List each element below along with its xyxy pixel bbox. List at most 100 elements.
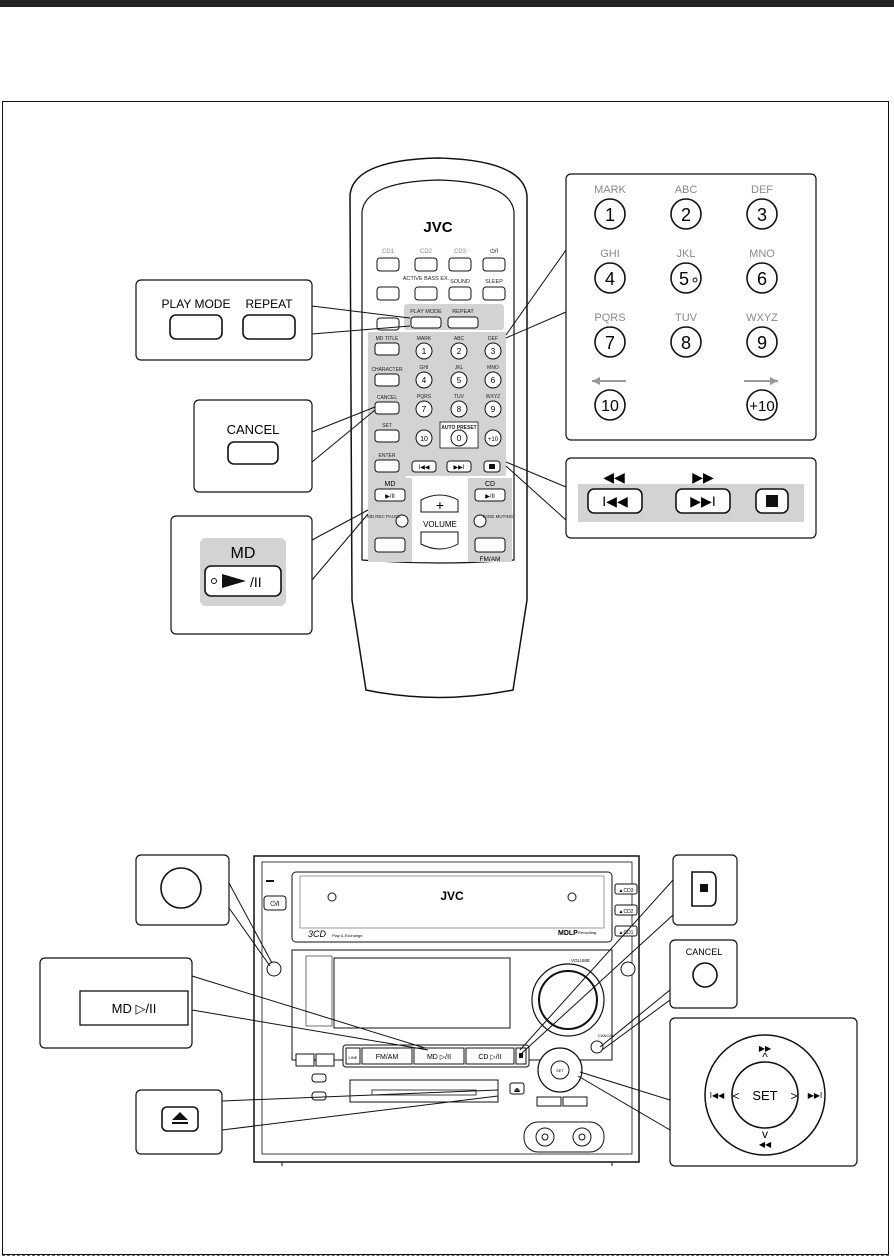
svg-text:▶/II: ▶/II [385, 494, 395, 500]
unit-bottom-button-a[interactable] [536, 1096, 562, 1107]
svg-text:▶▶I: ▶▶I [454, 465, 465, 471]
callout-key-3-digit: 3 [757, 205, 767, 225]
unit-md-play-button[interactable] [413, 1047, 465, 1065]
unit-cd3-eject-button[interactable] [614, 883, 638, 895]
callout-key-5[interactable] [670, 262, 702, 294]
callout-key-7[interactable] [594, 326, 626, 358]
callout-key-1[interactable] [594, 198, 626, 230]
unit-left-button-b[interactable] [315, 1053, 335, 1067]
remote-next-button[interactable] [446, 460, 472, 473]
unit-cd1-eject-button[interactable] [614, 925, 638, 937]
remote-key-9-digit: 9 [491, 405, 496, 414]
unit-right-round-button[interactable] [620, 961, 636, 977]
remote-cancel-button[interactable] [374, 401, 400, 415]
callout-next-button[interactable] [675, 488, 731, 514]
remote-key-3[interactable] [484, 342, 502, 360]
svg-text:^: ^ [762, 1050, 768, 1064]
remote-cd-play-button[interactable] [474, 488, 506, 502]
remote-key-4[interactable] [415, 371, 433, 389]
callout-front-md-button[interactable] [79, 990, 189, 1026]
callout-key-4[interactable] [594, 262, 626, 294]
remote-md-play-button[interactable] [374, 488, 406, 502]
remote-power-button[interactable] [482, 257, 506, 272]
remote-key-6-digit: 6 [491, 376, 496, 385]
unit-small-button-b[interactable] [311, 1091, 327, 1101]
remote-set-button[interactable] [374, 429, 400, 443]
remote-md-extra-button[interactable] [374, 537, 406, 553]
remote-blank-button[interactable] [376, 286, 400, 301]
remote-active-bass-button[interactable] [414, 286, 438, 301]
unit-bottom-button-b[interactable] [562, 1096, 588, 1107]
callout-key-3[interactable] [746, 198, 778, 230]
remote-sound-button[interactable] [448, 286, 472, 301]
remote-key-plus10[interactable] [484, 429, 502, 447]
callout-key-9[interactable] [746, 326, 778, 358]
callout-cancel-button[interactable] [227, 441, 279, 465]
svg-text:⏻/I: ⏻/I [270, 900, 279, 908]
callout-key-5-letters: JKL [677, 248, 696, 260]
svg-text:◀◀: ◀◀ [759, 1140, 772, 1149]
unit-power-button[interactable] [263, 895, 287, 911]
unit-md-eject-button[interactable] [509, 1082, 525, 1095]
unit-left-button-a[interactable] [295, 1053, 315, 1067]
power-round-callout [135, 854, 230, 926]
remote-auto-preset-label: AUTO PRESET [441, 425, 476, 431]
unit-cancel-button[interactable] [590, 1040, 604, 1054]
remote-key-9[interactable] [484, 400, 502, 418]
callout-key-8[interactable] [670, 326, 702, 358]
remote-repeat-button[interactable] [447, 316, 479, 329]
remote-cd3-button[interactable] [448, 257, 472, 272]
remote-key-2-letters: ABC [454, 336, 465, 342]
svg-text:/II: /II [250, 574, 262, 590]
remote-character-button[interactable] [374, 373, 400, 387]
callout-prev-button[interactable] [587, 488, 643, 514]
remote-key-1[interactable] [415, 342, 433, 360]
unit-cancel-label: CANCEL [598, 1033, 615, 1038]
callout-key-2[interactable] [670, 198, 702, 230]
transport-callout: ◀◀ I◀◀ ▶▶ ▶▶I [565, 457, 817, 539]
svg-text:▶/II: ▶/II [485, 494, 495, 500]
remote-cd2-button[interactable] [414, 257, 438, 272]
unit-small-button-a[interactable] [311, 1073, 327, 1083]
remote-prev-button[interactable] [411, 460, 437, 473]
remote-enter-button[interactable] [374, 459, 400, 473]
remote-fade-muting-button[interactable] [473, 514, 487, 528]
front-stop-callout [672, 854, 738, 926]
remote-md-title-button[interactable] [374, 342, 400, 356]
remote-cd1-button[interactable] [376, 257, 400, 272]
callout-front-cancel-button[interactable] [692, 962, 718, 988]
remote-key-6[interactable] [484, 371, 502, 389]
callout-set-button[interactable] [731, 1061, 799, 1129]
remote-key-10[interactable] [415, 429, 433, 447]
callout-key-6[interactable] [746, 262, 778, 294]
unit-cd2-eject-button[interactable] [614, 904, 638, 916]
svg-text:I◀◀: I◀◀ [419, 465, 430, 471]
remote-volume-down-button[interactable] [420, 531, 459, 550]
remote-key-8[interactable] [450, 400, 468, 418]
remote-play-mode-label: PLAY MODE [410, 309, 442, 315]
bottom-dashed-rule [2, 1255, 889, 1256]
remote-sleep-button[interactable] [482, 286, 506, 301]
callout-key-plus10[interactable] [746, 389, 778, 421]
callout-play-mode-button[interactable] [169, 314, 223, 340]
remote-md-rec-pause-button[interactable] [395, 514, 409, 528]
remote-key-2[interactable] [450, 342, 468, 360]
remote-key-5-digit: 5 [457, 376, 462, 385]
figure-frame [2, 101, 889, 1255]
remote-key-0[interactable] [450, 429, 468, 447]
remote-key-7[interactable] [415, 400, 433, 418]
main-unit: JVC 3CD Play & Exchange MDLP Recording ▲… [253, 855, 640, 1166]
callout-repeat-button[interactable] [242, 314, 296, 340]
remote-play-mode-button[interactable] [410, 316, 442, 329]
unit-fm-am-button[interactable] [361, 1047, 413, 1065]
remote-key-5[interactable] [450, 371, 468, 389]
unit-round-button[interactable] [266, 961, 282, 977]
unit-set-button[interactable] [550, 1060, 570, 1080]
callout-key-10[interactable] [594, 389, 626, 421]
callout-round-button[interactable] [160, 867, 202, 909]
unit-line-button[interactable] [345, 1047, 361, 1065]
unit-cd-play-button[interactable] [465, 1047, 515, 1065]
unit-logo: JVC [440, 889, 464, 903]
remote-volume-up-button[interactable] [420, 494, 459, 513]
remote-fm-am-button[interactable] [474, 537, 506, 553]
